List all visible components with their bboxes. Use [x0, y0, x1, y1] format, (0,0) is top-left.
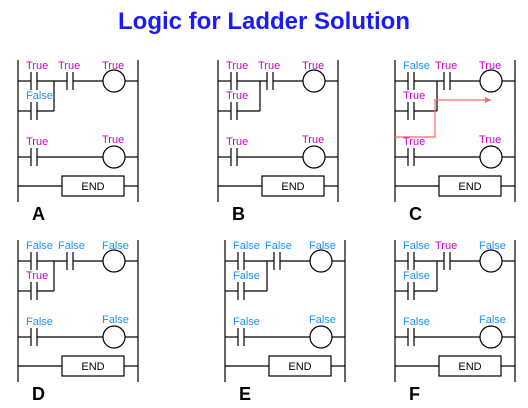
panel-letter: B: [232, 204, 245, 224]
state-label: True: [302, 134, 324, 146]
state-label: True: [403, 136, 425, 148]
state-label: False: [309, 314, 336, 326]
state-label: False: [403, 316, 430, 328]
state-label: False: [58, 240, 85, 252]
state-label: False: [479, 314, 506, 326]
state-label: True: [26, 270, 48, 282]
state-label: True: [26, 60, 48, 72]
state-label: True: [479, 60, 501, 72]
output-coil: [102, 325, 126, 349]
end-label: END: [81, 361, 104, 373]
output-coil: [102, 69, 126, 93]
state-label: True: [226, 90, 248, 102]
end-label: END: [288, 361, 311, 373]
signal-arrow: [395, 99, 491, 138]
state-label: True: [226, 60, 248, 72]
page-title: Logic for Ladder Solution: [118, 8, 410, 35]
state-label: False: [26, 240, 53, 252]
state-label: True: [258, 60, 280, 72]
state-label: False: [265, 240, 292, 252]
end-label: END: [81, 181, 104, 193]
state-label: True: [435, 240, 457, 252]
state-label: False: [233, 240, 260, 252]
state-label: False: [233, 316, 260, 328]
state-label: True: [435, 60, 457, 72]
state-label: False: [403, 270, 430, 282]
output-coil: [479, 69, 503, 93]
state-label: False: [102, 314, 129, 326]
state-label: True: [403, 90, 425, 102]
state-label: True: [102, 60, 124, 72]
output-coil: [479, 249, 503, 273]
panel-letter: D: [32, 384, 45, 404]
arrow-head-icon: [485, 97, 491, 103]
end-label: END: [458, 361, 481, 373]
output-coil: [302, 69, 326, 93]
state-label: False: [233, 270, 260, 282]
output-coil: [102, 249, 126, 273]
output-coil: [479, 325, 503, 349]
state-label: False: [26, 90, 53, 102]
end-label: END: [458, 181, 481, 193]
state-label: False: [102, 240, 129, 252]
state-label: True: [226, 136, 248, 148]
panel-letter: E: [239, 384, 251, 404]
state-label: True: [26, 136, 48, 148]
state-label: False: [26, 316, 53, 328]
state-label: False: [403, 60, 430, 72]
output-coil: [309, 249, 333, 273]
state-label: True: [479, 134, 501, 146]
output-coil: [302, 145, 326, 169]
state-label: False: [479, 240, 506, 252]
output-coil: [102, 145, 126, 169]
state-label: True: [302, 60, 324, 72]
output-coil: [479, 145, 503, 169]
state-label: False: [309, 240, 336, 252]
end-label: END: [281, 181, 304, 193]
panel-letter: C: [409, 204, 422, 224]
state-label: False: [403, 240, 430, 252]
output-coil: [309, 325, 333, 349]
state-label: True: [102, 134, 124, 146]
panel-letter: A: [32, 204, 45, 224]
panel-letter: F: [409, 384, 420, 404]
state-label: True: [58, 60, 80, 72]
